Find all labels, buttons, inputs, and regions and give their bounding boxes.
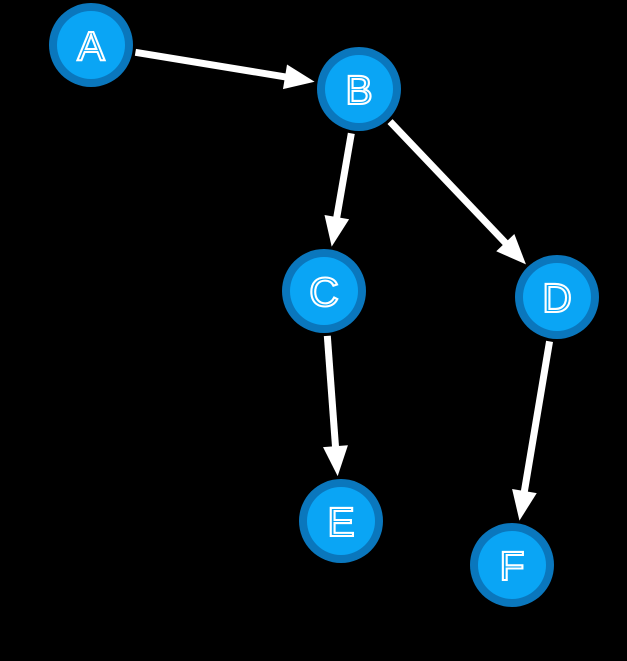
node-label: D [542,275,572,321]
node-label: E [327,499,354,545]
arrowhead-icon [324,214,350,247]
edge-line [520,340,554,494]
graph-edge-b-c[interactable] [324,132,355,247]
node-label: A [77,23,105,69]
graph-edge-a-b[interactable] [134,48,315,90]
node-layer: A B C D E F [49,3,599,607]
node-label: B [345,67,372,113]
node-core [325,55,393,123]
edge-line [387,119,510,247]
node-core [57,11,125,79]
node-core [290,257,358,325]
node-label: C [309,269,339,315]
edge-layer [134,48,554,521]
node-core [523,263,591,331]
graph-edge-b-d[interactable] [387,119,526,265]
edge-line [323,335,340,449]
arrowhead-icon [496,234,526,265]
graph-edge-d-f[interactable] [512,340,554,521]
graph-node-e[interactable]: E [299,479,383,563]
arrowhead-icon [282,64,315,90]
arrowhead-icon [512,488,537,521]
node-label: F [499,543,524,589]
graph-node-d[interactable]: D [515,255,599,339]
edge-line [333,132,355,220]
graph-node-c[interactable]: C [282,249,366,333]
node-core [307,487,375,555]
graph-edge-c-e[interactable] [323,335,348,477]
graph-node-f[interactable]: F [470,523,554,607]
node-core [478,531,546,599]
graph-node-a[interactable]: A [49,3,133,87]
edge-line [134,48,288,81]
graph-node-b[interactable]: B [317,47,401,131]
arrowhead-icon [323,445,348,477]
